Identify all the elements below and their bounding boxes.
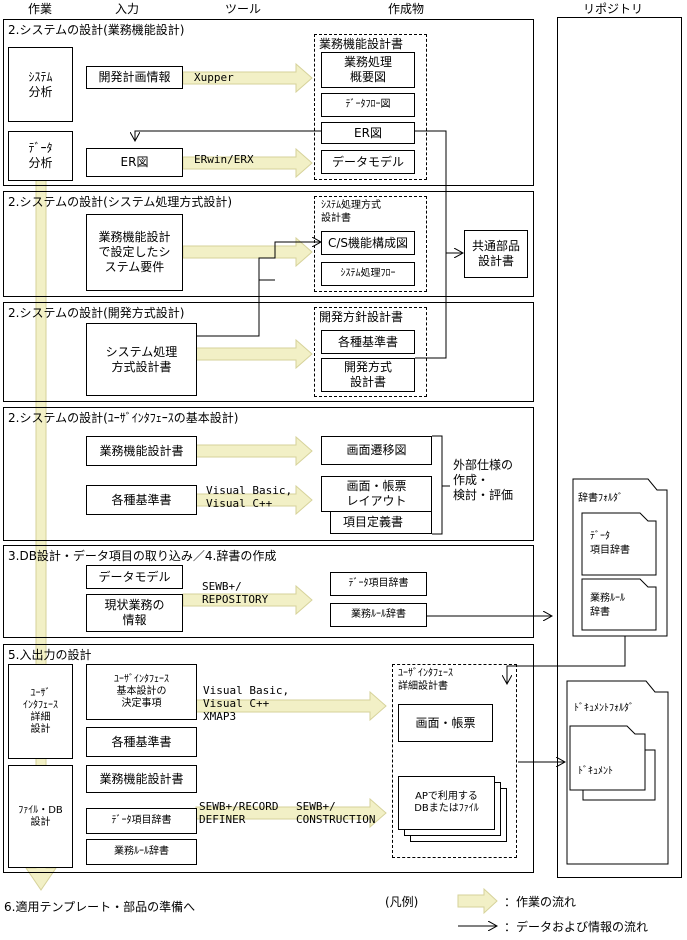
line-repo-to-s6: [507, 636, 626, 684]
section-io-design: [3, 644, 534, 873]
line-er-to-common: [415, 130, 463, 253]
input-ui-basic-decisions: ﾕｰｻﾞｲﾝﾀﾌｪｰｽ 基本設計の 決定事項: [86, 664, 197, 720]
section-2-title: 2.システムの設計(システム処理方式設計): [8, 195, 233, 209]
flow-arrow-erwin: [182, 147, 313, 179]
input-er-diagram: ER図: [86, 148, 183, 177]
output-er-diagram: ER図: [321, 122, 415, 144]
input-system-processing-spec: システム処理 方式設計書: [86, 323, 197, 396]
flow-arrow-s3: [195, 338, 313, 370]
input-business-rule-dictionary: 業務ﾙｰﾙ辞書: [86, 839, 197, 865]
section-development-method-design: [3, 302, 534, 402]
output-screen-layout: 画面・帳票 レイアウト: [321, 476, 432, 512]
next-step-text: 6.適用テンプレート・部品の準備へ: [4, 900, 196, 914]
group-ui-detail-spec-label: ﾕｰｻﾞｲﾝﾀﾌｪｰｽ 詳細設計書: [398, 668, 453, 692]
section-business-function-design: [3, 19, 534, 186]
output-standards: 各種基準書: [321, 330, 415, 354]
input-standards: 各種基準書: [86, 485, 197, 515]
section-5-title: 3.DB設計・データ項目の取り込み／4.辞書の作成: [8, 549, 277, 563]
flow-arrow-s4b: [195, 484, 313, 516]
repo-rule-dictionary: 業務ﾙｰﾙ 辞書: [590, 593, 625, 618]
input-data-model: データモデル: [86, 565, 183, 589]
tool-visual-basic-xmap3: Visual Basic, Visual C++ XMAP3: [203, 684, 290, 723]
legend-work-flow: ：作業の流れ: [504, 895, 577, 909]
output-business-rule-dictionary: 業務ﾙｰﾙ辞書: [330, 603, 427, 627]
repo-item-dictionary: ﾃﾞｰﾀ 項目辞書: [590, 531, 630, 556]
tool-visual-basic: Visual Basic, Visual C++: [206, 484, 293, 510]
section-6-title: 5.入出力の設計: [8, 648, 92, 662]
output-ap-db-or-file: APで利用する DBまたはﾌｧｲﾙ: [398, 776, 495, 830]
group-development-policy-spec: [314, 307, 427, 397]
flow-arrow-s6b: [195, 797, 387, 829]
legend-data-flow: ：データおよび情報の流れ: [504, 920, 649, 934]
header-repository: リポジトリ: [583, 2, 644, 16]
section-1-title: 2.システムの設計(業務機能設計): [8, 23, 185, 37]
output-screen-transition: 画面遷移図: [321, 436, 432, 465]
section-4-title: 2.システムの設計(ﾕｰｻﾞｲﾝﾀﾌｪｰｽの基本設計): [8, 411, 239, 425]
line-er-to-er: [135, 130, 321, 141]
flow-arrow-xupper: [182, 62, 313, 94]
task-file-db-design: ﾌｧｲﾙ・DB 設計: [8, 765, 73, 868]
task-ui-detail-design: ﾕｰｻﾞ ｲﾝﾀﾌｪｰｽ 詳細 設計: [8, 664, 73, 759]
header-tool: ツール: [225, 2, 262, 16]
group-system-processing-spec-label: ｼｽﾃﾑ処理方式 設計書: [321, 200, 381, 224]
repository-column: [557, 17, 682, 878]
flow-arrow-s4a: [195, 435, 313, 467]
repo-document: ﾄﾞｷｭﾒﾝﾄ: [578, 766, 613, 777]
group-development-policy-spec-label: 開発方針設計書: [319, 310, 404, 324]
flow-arrow-s2: [182, 236, 313, 268]
header-output: 作成物: [388, 2, 425, 16]
flow-arrow-s6a: [195, 690, 387, 722]
output-development-method-spec: 開発方式 設計書: [321, 358, 415, 392]
section-system-processing-design: [3, 191, 534, 297]
task-data-analysis: ﾃﾞｰﾀ 分析: [8, 131, 73, 181]
line-cs-to-sys: [186, 279, 275, 336]
input-development-plan: 開発計画情報: [86, 66, 183, 89]
legend-label: (凡例): [385, 895, 419, 909]
output-screen-form: 画面・帳票: [398, 704, 493, 742]
tool-sewb-construction: SEWB+/ CONSTRUCTION: [296, 800, 376, 826]
section-ui-basic-design: [3, 407, 534, 541]
flow-arrow-s5: [182, 584, 313, 616]
output-data-model: データモデル: [321, 150, 415, 174]
tool-sewb-record-definer: SEWB+/RECORD DEFINER: [199, 800, 279, 826]
group-business-function-spec-label: 業務機能設計書: [319, 37, 404, 51]
output-cs-function-diagram: C/S機能構成図: [321, 231, 415, 255]
output-item-definition-box: [330, 508, 432, 534]
tool-xupper: Xupper: [194, 71, 234, 84]
header-work: 作業: [28, 2, 53, 16]
input-data-item-dictionary: ﾃﾞｰﾀ項目辞書: [86, 808, 197, 834]
output-item-definition: 項目定義書: [343, 515, 404, 529]
repo-dictionary-folder: 辞書ﾌｫﾙﾀﾞ: [578, 493, 623, 504]
external-spec-note: 外部仕様の 作成・ 検討・評価: [453, 458, 514, 502]
group-ui-detail-spec: [392, 664, 517, 858]
output-business-overview: 業務処理 概要図: [321, 52, 415, 88]
output-system-processing-flow: ｼｽﾃﾑ処理ﾌﾛｰ: [321, 262, 415, 286]
repo-document-folder: ﾄﾞｷｭﾒﾝﾄﾌｫﾙﾀﾞ: [574, 703, 634, 714]
input-current-business-info: 現状業務の 情報: [86, 594, 183, 632]
section-3-title: 2.システムの設計(開発方式設計): [8, 306, 185, 320]
task-system-analysis: ｼｽﾃﾑ 分析: [8, 47, 73, 122]
output-data-item-dictionary: ﾃﾞｰﾀ項目辞書: [330, 572, 427, 596]
input-business-function-spec: 業務機能設計書: [86, 436, 197, 466]
group-system-processing-spec: [314, 196, 427, 292]
output-common-parts-spec: 共通部品 設計書: [464, 230, 528, 278]
bracket-external: [432, 435, 443, 535]
line-model-to-cs: [258, 242, 321, 313]
header-input: 入力: [115, 2, 140, 16]
legend-work-flow-arrow: [457, 887, 498, 915]
group-business-function-spec: [314, 34, 427, 180]
input-system-requirements: 業務機能設計 で設定したシ ステム要件: [86, 214, 183, 291]
tool-erwin: ERwin/ERX: [194, 153, 254, 166]
main-work-flow-arrow: [25, 149, 57, 891]
input-business-function-spec-io: 業務機能設計書: [86, 765, 197, 793]
input-standards-io: 各種基準書: [86, 727, 197, 757]
output-data-flow-diagram: ﾃﾞｰﾀﾌﾛｰ図: [321, 93, 415, 117]
tool-sewb-repository: SEWB+/ REPOSITORY: [202, 580, 269, 606]
section-db-design-dictionary: [3, 545, 534, 638]
line-dev-to-common: [415, 253, 447, 359]
